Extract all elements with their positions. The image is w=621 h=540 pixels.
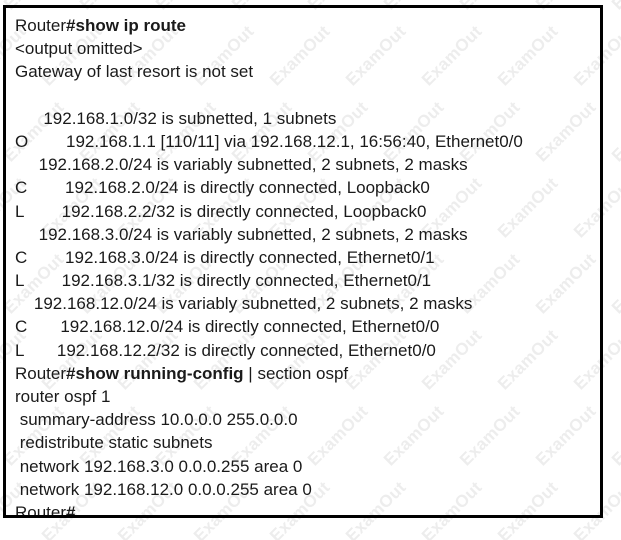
cli-output-line: Gateway of last resort is not set [15, 62, 254, 82]
cli-command-line: Router#show ip route [15, 14, 598, 37]
cli-output-line: 192.168.2.0/24 is variably subnetted, 2 … [15, 155, 468, 175]
cli-output-line: router ospf 1 [15, 387, 111, 406]
cli-output-text: Router#show ip route<output omitted>Gate… [15, 14, 598, 518]
cli-output-line: C 192.168.3.0/24 is directly connected, … [15, 247, 435, 267]
cli-output-line: C 192.168.2.0/24 is directly connected, … [15, 178, 430, 198]
cli-output-line: summary-address 10.0.0.0 255.0.0.0 [15, 410, 298, 430]
watermark-text: ExamOut [608, 97, 621, 166]
cli-prompt: Router [15, 16, 67, 35]
cli-output-line: 192.168.1.0/32 is subnetted, 1 subnets [15, 108, 337, 128]
cli-prompt: Router [15, 363, 67, 383]
cli-output-line: L 192.168.3.1/32 is directly connected, … [15, 271, 432, 291]
cli-output-pane: Router#show ip route<output omitted>Gate… [3, 5, 603, 518]
cli-command-filter: | section ospf [243, 363, 349, 383]
cli-output-line: L 192.168.12.2/32 is directly connected,… [15, 340, 436, 360]
watermark-text: ExamOut [608, 401, 621, 470]
cli-output-line: 192.168.12.0/24 is variably subnetted, 2… [15, 294, 473, 314]
cli-output-line: <output omitted> [15, 39, 143, 59]
cli-output-line: L 192.168.2.2/32 is directly connected, … [15, 201, 427, 221]
watermark-text: ExamOut [608, 0, 621, 14]
cli-output-line: O 192.168.1.1 [110/11] via 192.168.12.1,… [15, 131, 523, 151]
cli-output-line: 192.168.3.0/24 is variably subnetted, 2 … [15, 224, 468, 244]
cli-output-line: redistribute static subnets [15, 433, 213, 453]
watermark-text: ExamOut [608, 249, 621, 318]
cli-output-line: network 192.168.12.0 0.0.0.255 area 0 [15, 479, 312, 499]
cli-command-text: #show running-config [66, 363, 244, 383]
cli-command-line: Router# [15, 501, 598, 518]
cli-command-text: #show ip route [66, 16, 186, 35]
cli-command-line: Router#show running-config | section osp… [15, 362, 598, 385]
cli-output-line: network 192.168.3.0 0.0.0.255 area 0 [15, 456, 303, 476]
cli-blank-line [15, 84, 598, 107]
cli-prompt: Router [15, 502, 67, 518]
cli-command-text: # [66, 502, 76, 518]
cli-output-line: C 192.168.12.0/24 is directly connected,… [15, 317, 440, 337]
